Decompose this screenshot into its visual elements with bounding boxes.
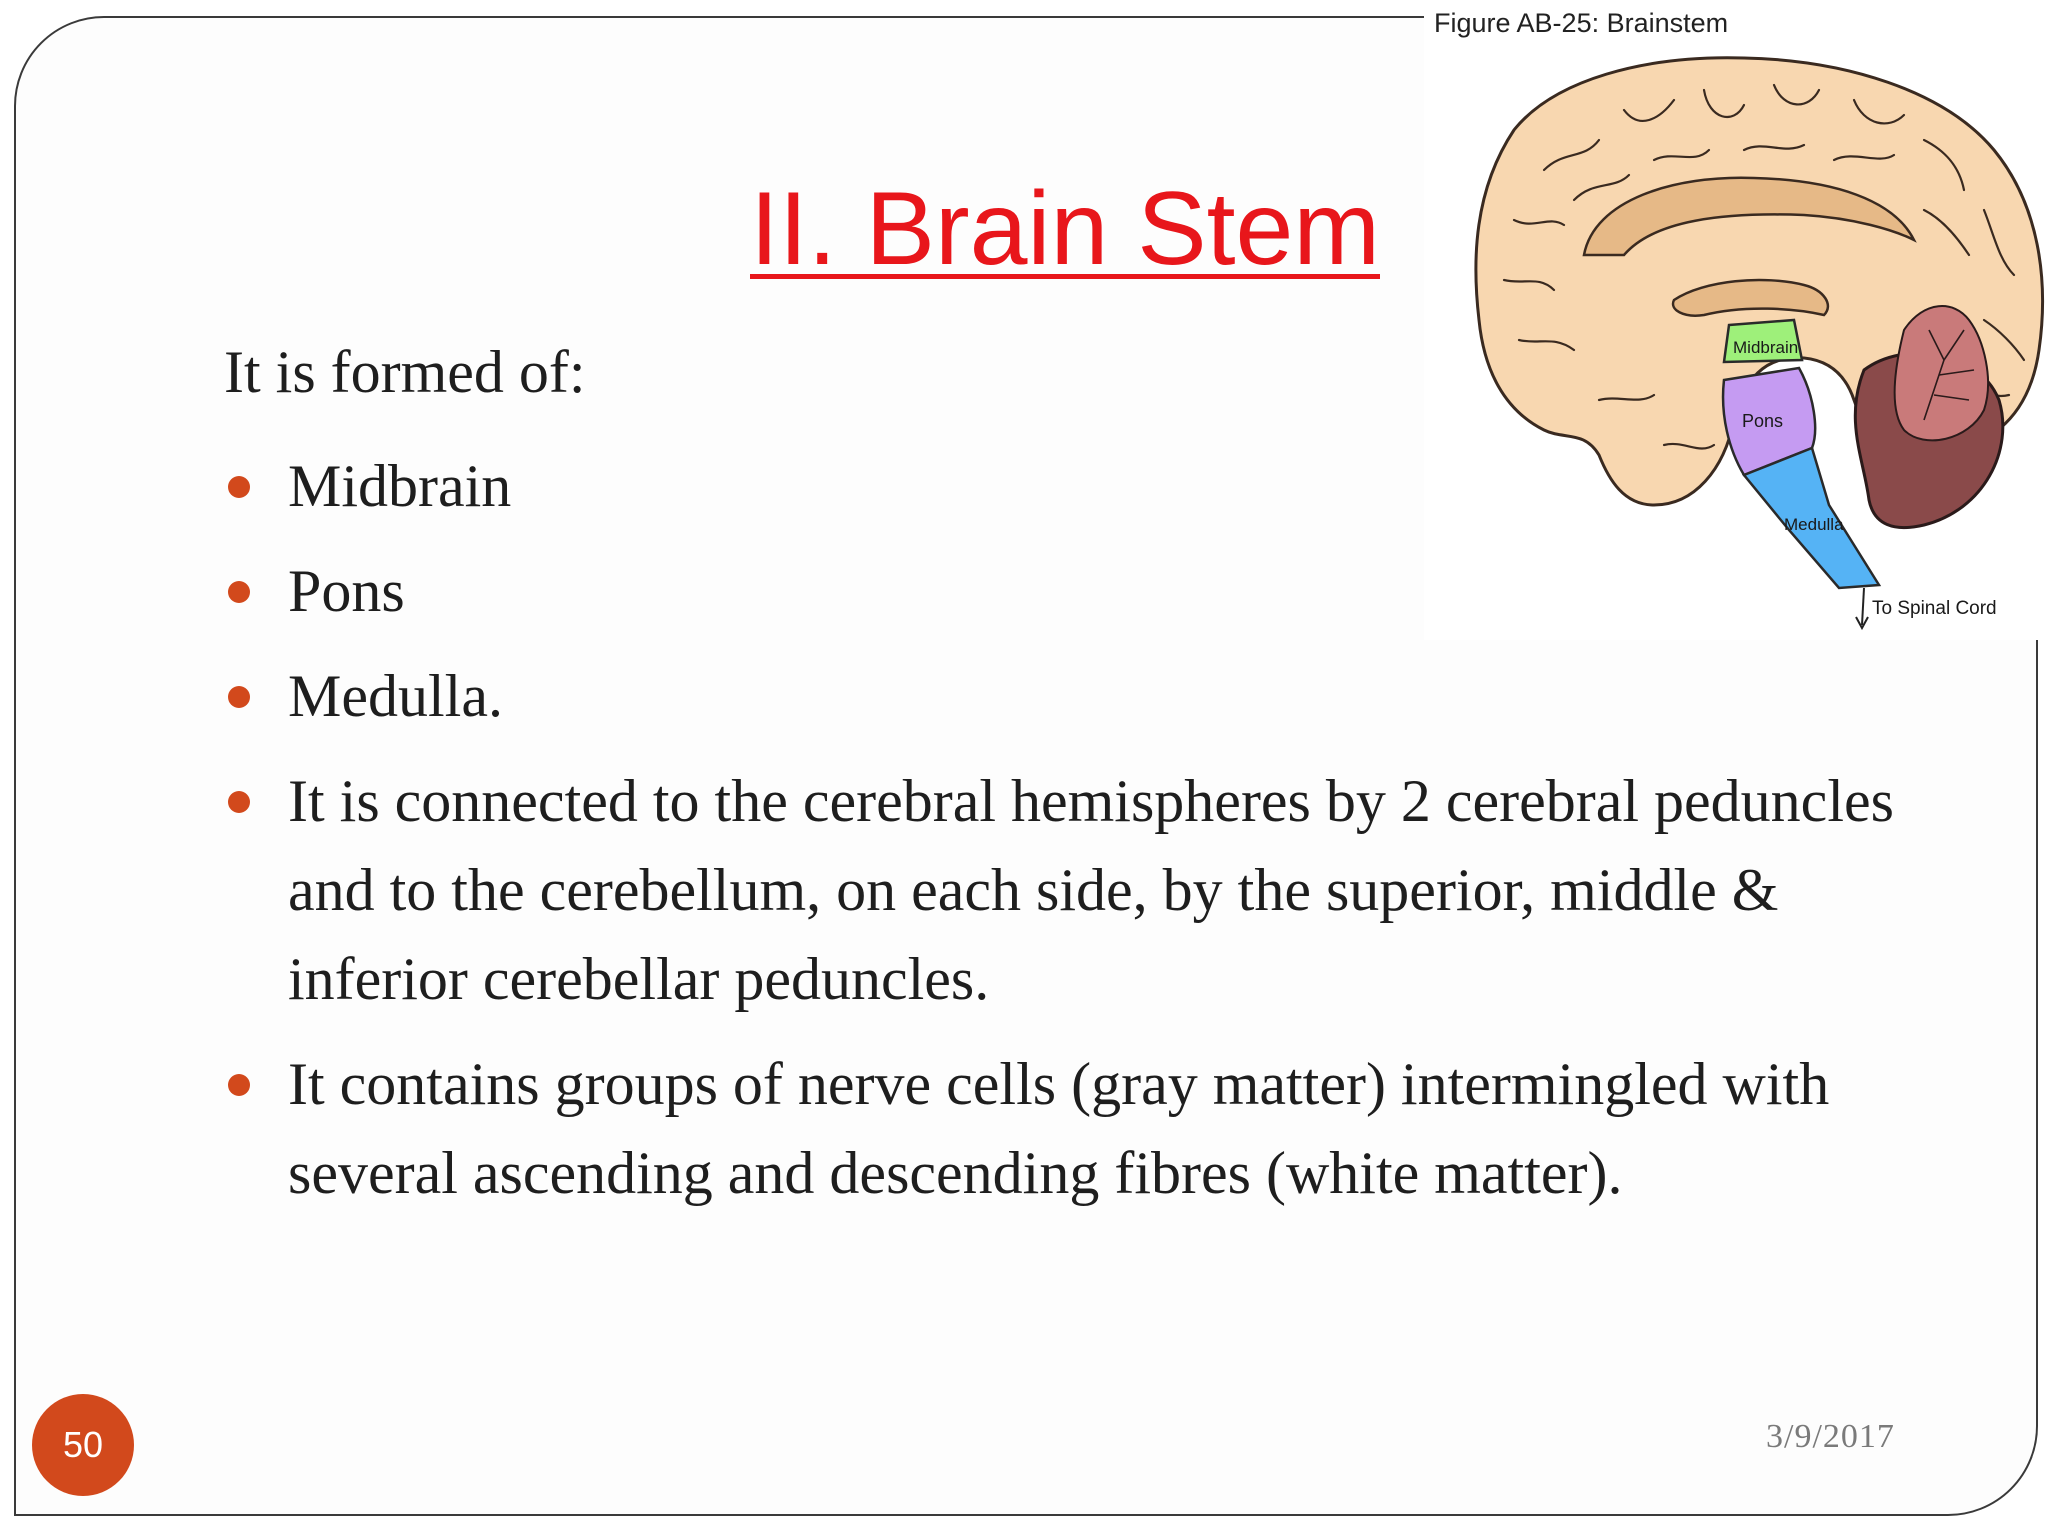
bullet-text: Pons bbox=[288, 558, 405, 624]
arbor-branches bbox=[1923, 329, 1975, 421]
medulla-region bbox=[1741, 446, 1882, 590]
slide-date: 3/9/2017 bbox=[1766, 1418, 1895, 1455]
brainstem-figure: Midbrain Pons Medulla To Spinal Cord Fig… bbox=[1424, 0, 2048, 640]
bullet-text: Medulla. bbox=[288, 663, 503, 729]
bullet-dot-icon bbox=[228, 1074, 250, 1096]
bullet-list: Midbrain Pons Medulla. It is connected t… bbox=[224, 442, 1944, 1234]
bullet-text: It contains groups of nerve cells (gray … bbox=[288, 1051, 1830, 1206]
bullet-item: Medulla. bbox=[224, 652, 1944, 741]
page-number-badge: 50 bbox=[32, 1394, 134, 1496]
bullet-item: It is connected to the cerebral hemisphe… bbox=[224, 757, 1944, 1024]
bullet-item: It contains groups of nerve cells (gray … bbox=[224, 1040, 1944, 1218]
slide-title: II. Brain Stem bbox=[750, 171, 1380, 287]
page-number: 50 bbox=[62, 1424, 104, 1465]
label-spinal-cord: To Spinal Cord bbox=[1872, 598, 1997, 619]
arbor-vitae bbox=[1893, 305, 1990, 442]
brain-illustration: Midbrain Pons Medulla To Spinal Cord bbox=[1474, 56, 2044, 631]
label-midbrain: Midbrain bbox=[1733, 338, 1798, 357]
bullet-dot-icon bbox=[228, 791, 250, 813]
bullet-text: Midbrain bbox=[288, 453, 512, 519]
midbrain-region bbox=[1722, 318, 1804, 364]
thalamus-shape bbox=[1671, 278, 1830, 317]
cortex-sulci bbox=[1502, 83, 2026, 450]
label-pons: Pons bbox=[1742, 411, 1783, 431]
label-medulla: Medulla bbox=[1784, 515, 1844, 534]
intro-text: It is formed of: bbox=[224, 339, 586, 405]
bullet-item: Midbrain bbox=[224, 442, 1944, 531]
figure-caption: Figure AB-25: Brainstem bbox=[1434, 8, 1729, 38]
bullet-text: It is connected to the cerebral hemisphe… bbox=[288, 768, 1894, 1012]
corpus-callosum-shape bbox=[1582, 176, 1917, 257]
bullet-item: Pons bbox=[224, 547, 1944, 636]
bullet-dot-icon bbox=[228, 581, 250, 603]
bullet-dot-icon bbox=[228, 686, 250, 708]
bullet-dot-icon bbox=[228, 476, 250, 498]
spinal-cord-arrow bbox=[1861, 587, 1865, 626]
